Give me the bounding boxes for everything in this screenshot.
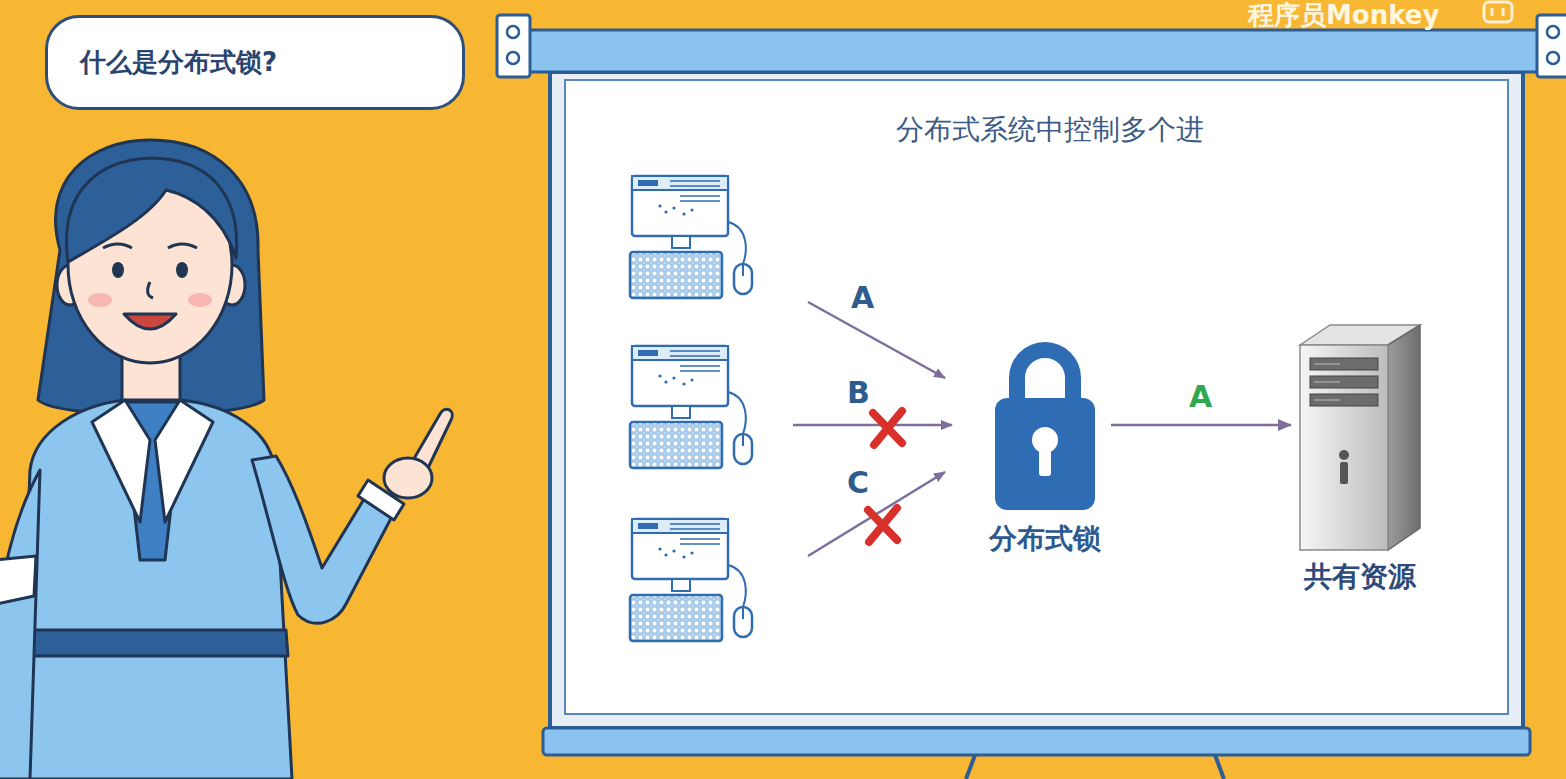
request-label: C (847, 465, 869, 501)
request-label: A (851, 280, 874, 316)
server-icon (1300, 325, 1420, 550)
node-label: 分布式锁 (989, 522, 1101, 556)
presenter-figure (0, 140, 452, 779)
request-arrows (793, 302, 952, 556)
watermark-logo (1484, 2, 1512, 22)
slide-heading: 分布式系统中控制多个进 (896, 113, 1204, 147)
lock-icon (995, 350, 1095, 510)
projector-screen (497, 15, 1566, 779)
edge-label: A (1185, 379, 1216, 415)
lock-node: 分布式锁 (981, 340, 1109, 556)
reject-cross (868, 411, 902, 542)
connector-arrow (1111, 424, 1291, 427)
question-bubble: 什么是分布式锁? (45, 15, 465, 110)
watermark: 程序员Monkey (1248, 0, 1439, 31)
node-label: 共有资源 (1304, 560, 1416, 594)
question-text: 什么是分布式锁? (80, 47, 277, 78)
request-label: B (847, 375, 870, 411)
client-computers (630, 176, 752, 641)
server-node: 共有资源 (1293, 318, 1427, 594)
